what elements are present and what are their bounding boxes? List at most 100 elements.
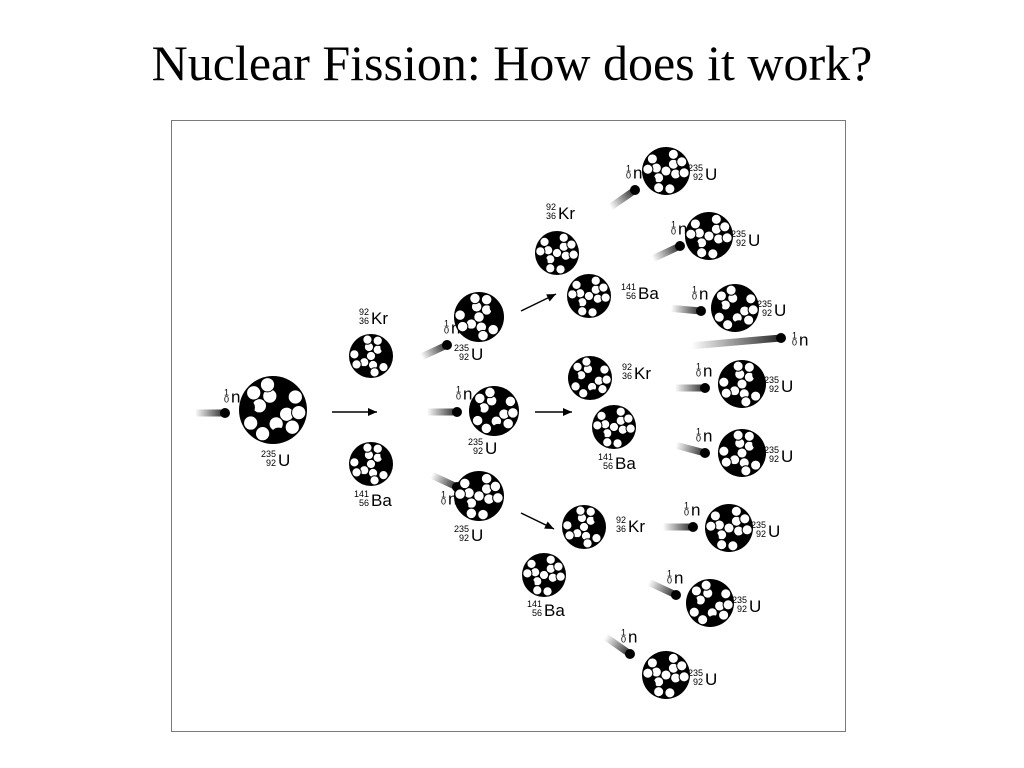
svg-text:1: 1 <box>684 501 689 511</box>
uranium-nucleus-2c <box>454 471 504 521</box>
svg-text:n: n <box>799 330 808 349</box>
svg-text:92: 92 <box>459 352 469 362</box>
svg-text:n: n <box>633 163 642 182</box>
svg-text:n: n <box>628 627 637 646</box>
svg-text:92: 92 <box>459 533 469 543</box>
svg-text:1: 1 <box>441 490 446 500</box>
svg-text:n: n <box>703 361 712 380</box>
arrow-stage2b <box>535 408 572 416</box>
svg-text:235: 235 <box>454 524 469 534</box>
svg-text:1: 1 <box>692 285 697 295</box>
neutron-4-5 <box>672 441 710 458</box>
svg-text:U: U <box>705 670 717 689</box>
svg-text:0: 0 <box>667 575 672 585</box>
uranium-nucleus-4-5 <box>718 429 766 477</box>
svg-text:n: n <box>699 284 708 303</box>
uranium-nucleus-4-4 <box>718 360 766 408</box>
svg-text:235: 235 <box>731 229 746 239</box>
svg-text:n: n <box>231 387 240 406</box>
arrow-stage1 <box>332 408 377 416</box>
svg-text:1: 1 <box>671 220 676 230</box>
svg-text:235: 235 <box>468 437 483 447</box>
uranium-nucleus-4-2 <box>685 212 733 260</box>
svg-text:0: 0 <box>692 291 697 301</box>
svg-text:56: 56 <box>626 291 636 301</box>
svg-text:92: 92 <box>622 362 632 372</box>
svg-text:U: U <box>768 522 780 541</box>
svg-text:1: 1 <box>626 164 631 174</box>
svg-text:0: 0 <box>441 496 446 506</box>
svg-text:0: 0 <box>696 368 701 378</box>
neutron-4-4 <box>671 383 710 393</box>
svg-text:Kr: Kr <box>371 309 388 328</box>
barium-nucleus-3b <box>592 405 636 449</box>
neutron-free <box>687 333 786 350</box>
svg-text:92: 92 <box>756 529 766 539</box>
svg-text:92: 92 <box>359 307 369 317</box>
svg-text:Ba: Ba <box>371 491 392 510</box>
svg-text:0: 0 <box>224 394 229 404</box>
arrow-stage2a <box>520 293 557 312</box>
svg-text:141: 141 <box>621 282 636 292</box>
neutron-4-7 <box>645 578 681 600</box>
svg-text:1: 1 <box>444 319 449 329</box>
krypton-nucleus-3b <box>568 356 612 400</box>
svg-text:U: U <box>749 597 761 616</box>
svg-text:235: 235 <box>764 375 779 385</box>
neutron-4-3 <box>667 304 706 316</box>
neutron-4-2 <box>649 241 685 263</box>
svg-text:1: 1 <box>792 331 797 341</box>
svg-text:92: 92 <box>769 454 779 464</box>
uranium-nucleus-initial <box>239 376 307 444</box>
neutron-incoming <box>191 408 230 418</box>
svg-text:Kr: Kr <box>634 364 651 383</box>
svg-text:92: 92 <box>693 677 703 687</box>
svg-text:Kr: Kr <box>628 517 645 536</box>
svg-text:n: n <box>674 568 683 587</box>
svg-text:U: U <box>278 451 290 470</box>
svg-text:0: 0 <box>626 170 631 180</box>
svg-text:1: 1 <box>224 388 229 398</box>
svg-text:U: U <box>774 301 786 320</box>
svg-text:92: 92 <box>693 172 703 182</box>
svg-text:0: 0 <box>671 226 676 236</box>
svg-text:n: n <box>451 318 460 337</box>
svg-text:141: 141 <box>527 599 542 609</box>
svg-text:Ba: Ba <box>638 284 659 303</box>
barium-nucleus-3c <box>522 553 566 597</box>
svg-text:92: 92 <box>473 446 483 456</box>
svg-text:235: 235 <box>764 445 779 455</box>
neutron-2b <box>423 407 462 417</box>
svg-text:U: U <box>748 231 760 250</box>
krypton-nucleus-3c <box>562 505 606 549</box>
neutron-4-8 <box>601 633 635 659</box>
svg-text:235: 235 <box>732 595 747 605</box>
barium-nucleus-3a <box>567 274 611 318</box>
svg-text:n: n <box>463 384 472 403</box>
svg-text:n: n <box>691 500 700 519</box>
uranium-nucleus-2a <box>454 292 504 342</box>
